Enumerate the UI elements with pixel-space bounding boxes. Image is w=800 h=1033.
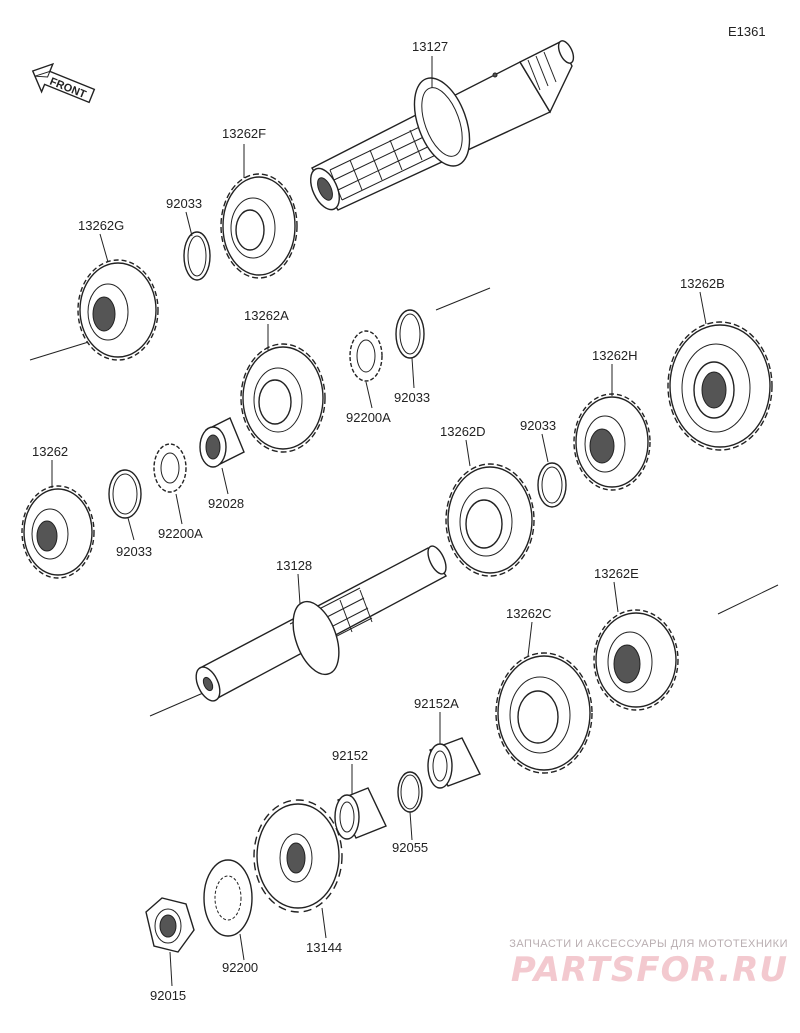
- gear-13262B: [667, 321, 773, 451]
- collar-92152A: [427, 737, 481, 789]
- gear-13262D: [445, 463, 535, 577]
- collar-92152: [334, 787, 387, 840]
- label-92200A-b: 92200A: [158, 526, 203, 541]
- nut-92015: [145, 897, 195, 953]
- front-arrow-icon: FRONT: [31, 62, 96, 104]
- washer-92200A-a: [349, 330, 383, 382]
- label-92200: 92200: [222, 960, 258, 975]
- gear-13262G: [77, 259, 159, 361]
- label-13262A: 13262A: [244, 308, 289, 323]
- shaft-13128: [195, 545, 447, 702]
- gear-13262F: [220, 173, 298, 279]
- label-13262C: 13262C: [506, 606, 552, 621]
- label-92015: 92015: [150, 988, 186, 1003]
- label-13128: 13128: [276, 558, 312, 573]
- label-92033-d: 92033: [520, 418, 556, 433]
- o-ring-92055: [397, 771, 423, 813]
- gear-13262: [21, 485, 95, 579]
- leader-lines: [51, 56, 707, 987]
- label-13262D: 13262D: [440, 424, 486, 439]
- watermark-brand: PARTSFOR.RU: [510, 950, 788, 990]
- axis-lines: [29, 287, 779, 717]
- sprocket-13144: [253, 799, 343, 913]
- diagram-code: E1361: [728, 24, 766, 39]
- shaft-13127: [309, 40, 575, 211]
- gear-13262H: [573, 393, 651, 491]
- label-92152A: 92152A: [414, 696, 459, 711]
- label-13144: 13144: [306, 940, 342, 955]
- label-13262F: 13262F: [222, 126, 266, 141]
- gear-13262E: [593, 609, 679, 711]
- label-13262H: 13262H: [592, 348, 638, 363]
- label-13127: 13127: [412, 39, 448, 54]
- label-13262: 13262: [32, 444, 68, 459]
- circlip-92033-b: [395, 309, 425, 359]
- label-13262B: 13262B: [680, 276, 725, 291]
- circlip-92033-a: [183, 231, 211, 281]
- bearing-92028: [199, 417, 245, 468]
- label-92033-a: 92033: [166, 196, 202, 211]
- washer-92200A-b: [153, 443, 187, 493]
- circlip-92033-d: [537, 462, 567, 508]
- label-92055: 92055: [392, 840, 428, 855]
- gear-13262A: [240, 343, 326, 453]
- label-92028: 92028: [208, 496, 244, 511]
- label-92033-b: 92033: [394, 390, 430, 405]
- washer-92200: [203, 859, 253, 937]
- watermark-tagline: ЗАПЧАСТИ И АКСЕССУАРЫ ДЛЯ МОТОТЕХНИКИ: [509, 938, 788, 950]
- part-labels: 13127 13262F 92033 13262G 13262A 92200A …: [32, 39, 725, 1003]
- circlip-92033-c: [108, 469, 142, 519]
- label-92033-c: 92033: [116, 544, 152, 559]
- label-92200A-a: 92200A: [346, 410, 391, 425]
- label-13262E: 13262E: [594, 566, 639, 581]
- label-92152: 92152: [332, 748, 368, 763]
- label-13262G: 13262G: [78, 218, 124, 233]
- gear-13262C: [495, 652, 593, 774]
